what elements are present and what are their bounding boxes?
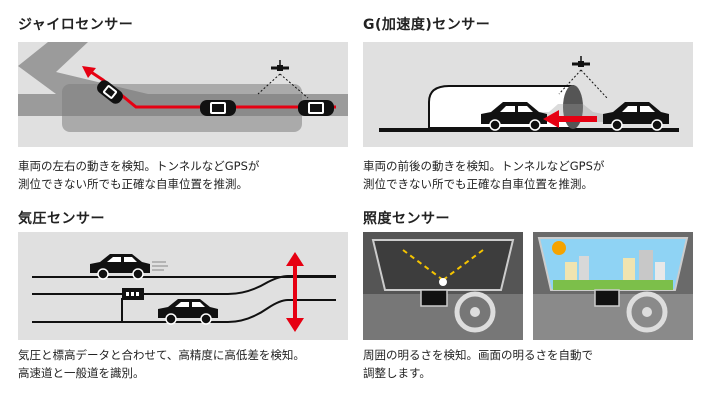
height-difference-arrow <box>286 252 304 332</box>
accel-description: 車両の前後の動きを検知。トンネルなどGPSが 測位できない所でも正確な自車位置を… <box>363 157 703 193</box>
motion-arrow <box>557 116 597 122</box>
ground-line <box>379 128 679 132</box>
signal-line <box>257 73 281 95</box>
light-title: 照度センサー <box>363 211 450 227</box>
light-description: 周囲の明るさを検知。画面の明るさを自動で 調整します。 <box>363 346 703 382</box>
gyro-desc-line1: 車両の左右の動きを検知。トンネルなどGPSが <box>18 159 260 173</box>
sun-icon <box>552 241 566 255</box>
local-road-line <box>32 299 336 323</box>
pressure-illustration <box>18 232 348 340</box>
car-icon <box>158 299 218 325</box>
navigation-screen-icon <box>420 289 448 307</box>
signal-line <box>558 69 582 95</box>
signal-line <box>580 69 608 99</box>
arrow-icon <box>543 110 559 128</box>
steering-wheel-icon <box>626 291 668 333</box>
satellite-icon <box>572 56 590 67</box>
light-desc-line2: 調整します。 <box>363 366 431 380</box>
pressure-desc-line1: 気圧と標高データと合わせて、高精度に高低差を検知。 <box>18 348 305 362</box>
gyro-desc-line2: 測位できない所でも正確な自車位置を推測。 <box>18 177 248 191</box>
accel-illustration <box>363 42 693 147</box>
car-icon <box>481 102 547 131</box>
day-scene <box>533 232 693 340</box>
navigation-screen-icon <box>594 289 620 307</box>
accel-desc-line1: 車両の前後の動きを検知。トンネルなどGPSが <box>363 159 605 173</box>
accel-title: G(加速度)センサー <box>363 17 491 33</box>
gyro-title: ジャイロセンサー <box>18 17 134 33</box>
car-icon <box>200 100 236 116</box>
car-icon <box>97 80 123 104</box>
satellite-icon <box>271 60 289 71</box>
arrow-icon <box>82 66 96 78</box>
accel-desc-line2: 測位できない所でも正確な自車位置を推測。 <box>363 177 593 191</box>
car-icon <box>90 254 150 280</box>
ramp-line <box>32 275 336 295</box>
light-illustration <box>363 232 693 340</box>
pressure-desc-line2: 高速道と一般道を識別。 <box>18 366 145 380</box>
sign-icon <box>121 288 144 322</box>
pressure-title: 気圧センサー <box>18 211 105 227</box>
car-icon <box>298 100 334 116</box>
car-icon <box>603 102 669 131</box>
night-scene <box>363 232 523 340</box>
light-desc-line1: 周囲の明るさを検知。画面の明るさを自動で <box>363 348 593 362</box>
pressure-description: 気圧と標高データと合わせて、高精度に高低差を検知。 高速道と一般道を識別。 <box>18 346 358 382</box>
gyro-illustration <box>18 42 348 147</box>
steering-wheel-icon <box>454 291 496 333</box>
gyro-description: 車両の左右の動きを検知。トンネルなどGPSが 測位できない所でも正確な自車位置を… <box>18 157 358 193</box>
